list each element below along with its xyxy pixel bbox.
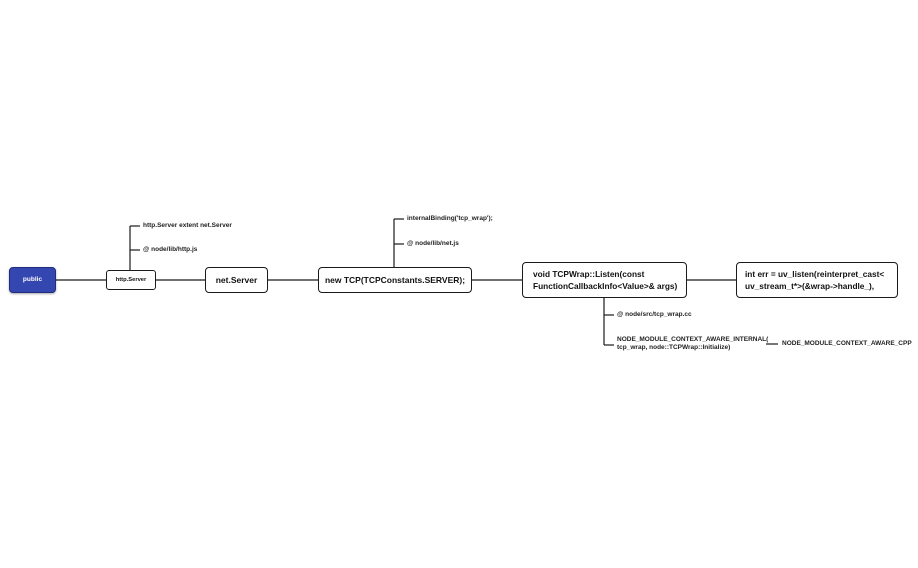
node-net-server-label: net.Server [215,274,258,285]
node-tcpwrap-listen-label: void TCPWrap::Listen(const FunctionCallb… [533,268,678,291]
node-new-tcp-label: new TCP(TCPConstants.SERVER); [324,274,466,285]
node-http-server[interactable]: http.Server [106,270,156,290]
note-internal-binding: internalBinding('tcp_wrap'); [407,215,493,222]
node-http-server-label: http.Server [115,276,147,283]
node-public[interactable]: public [9,267,56,293]
node-new-tcp[interactable]: new TCP(TCPConstants.SERVER); [318,267,472,293]
node-net-server[interactable]: net.Server [205,267,268,293]
note-http-extends: http.Server extent net.Server [143,222,232,229]
note-module-cpp: NODE_MODULE_CONTEXT_AWARE_CPP [782,340,912,347]
node-uv-listen-label: int err = uv_listen(reinterpret_cast< uv… [745,268,885,291]
note-net-path: @ node/lib/net.js [407,240,459,247]
node-uv-listen[interactable]: int err = uv_listen(reinterpret_cast< uv… [736,262,898,298]
note-module-internal: NODE_MODULE_CONTEXT_AWARE_INTERNAL( tcp_… [617,336,769,352]
node-tcpwrap-listen[interactable]: void TCPWrap::Listen(const FunctionCallb… [522,262,687,298]
node-public-label: public [22,276,43,284]
note-http-path: @ node/lib/http.js [143,246,198,253]
note-tcp-wrap-path: @ node/src/tcp_wrap.cc [617,311,692,318]
